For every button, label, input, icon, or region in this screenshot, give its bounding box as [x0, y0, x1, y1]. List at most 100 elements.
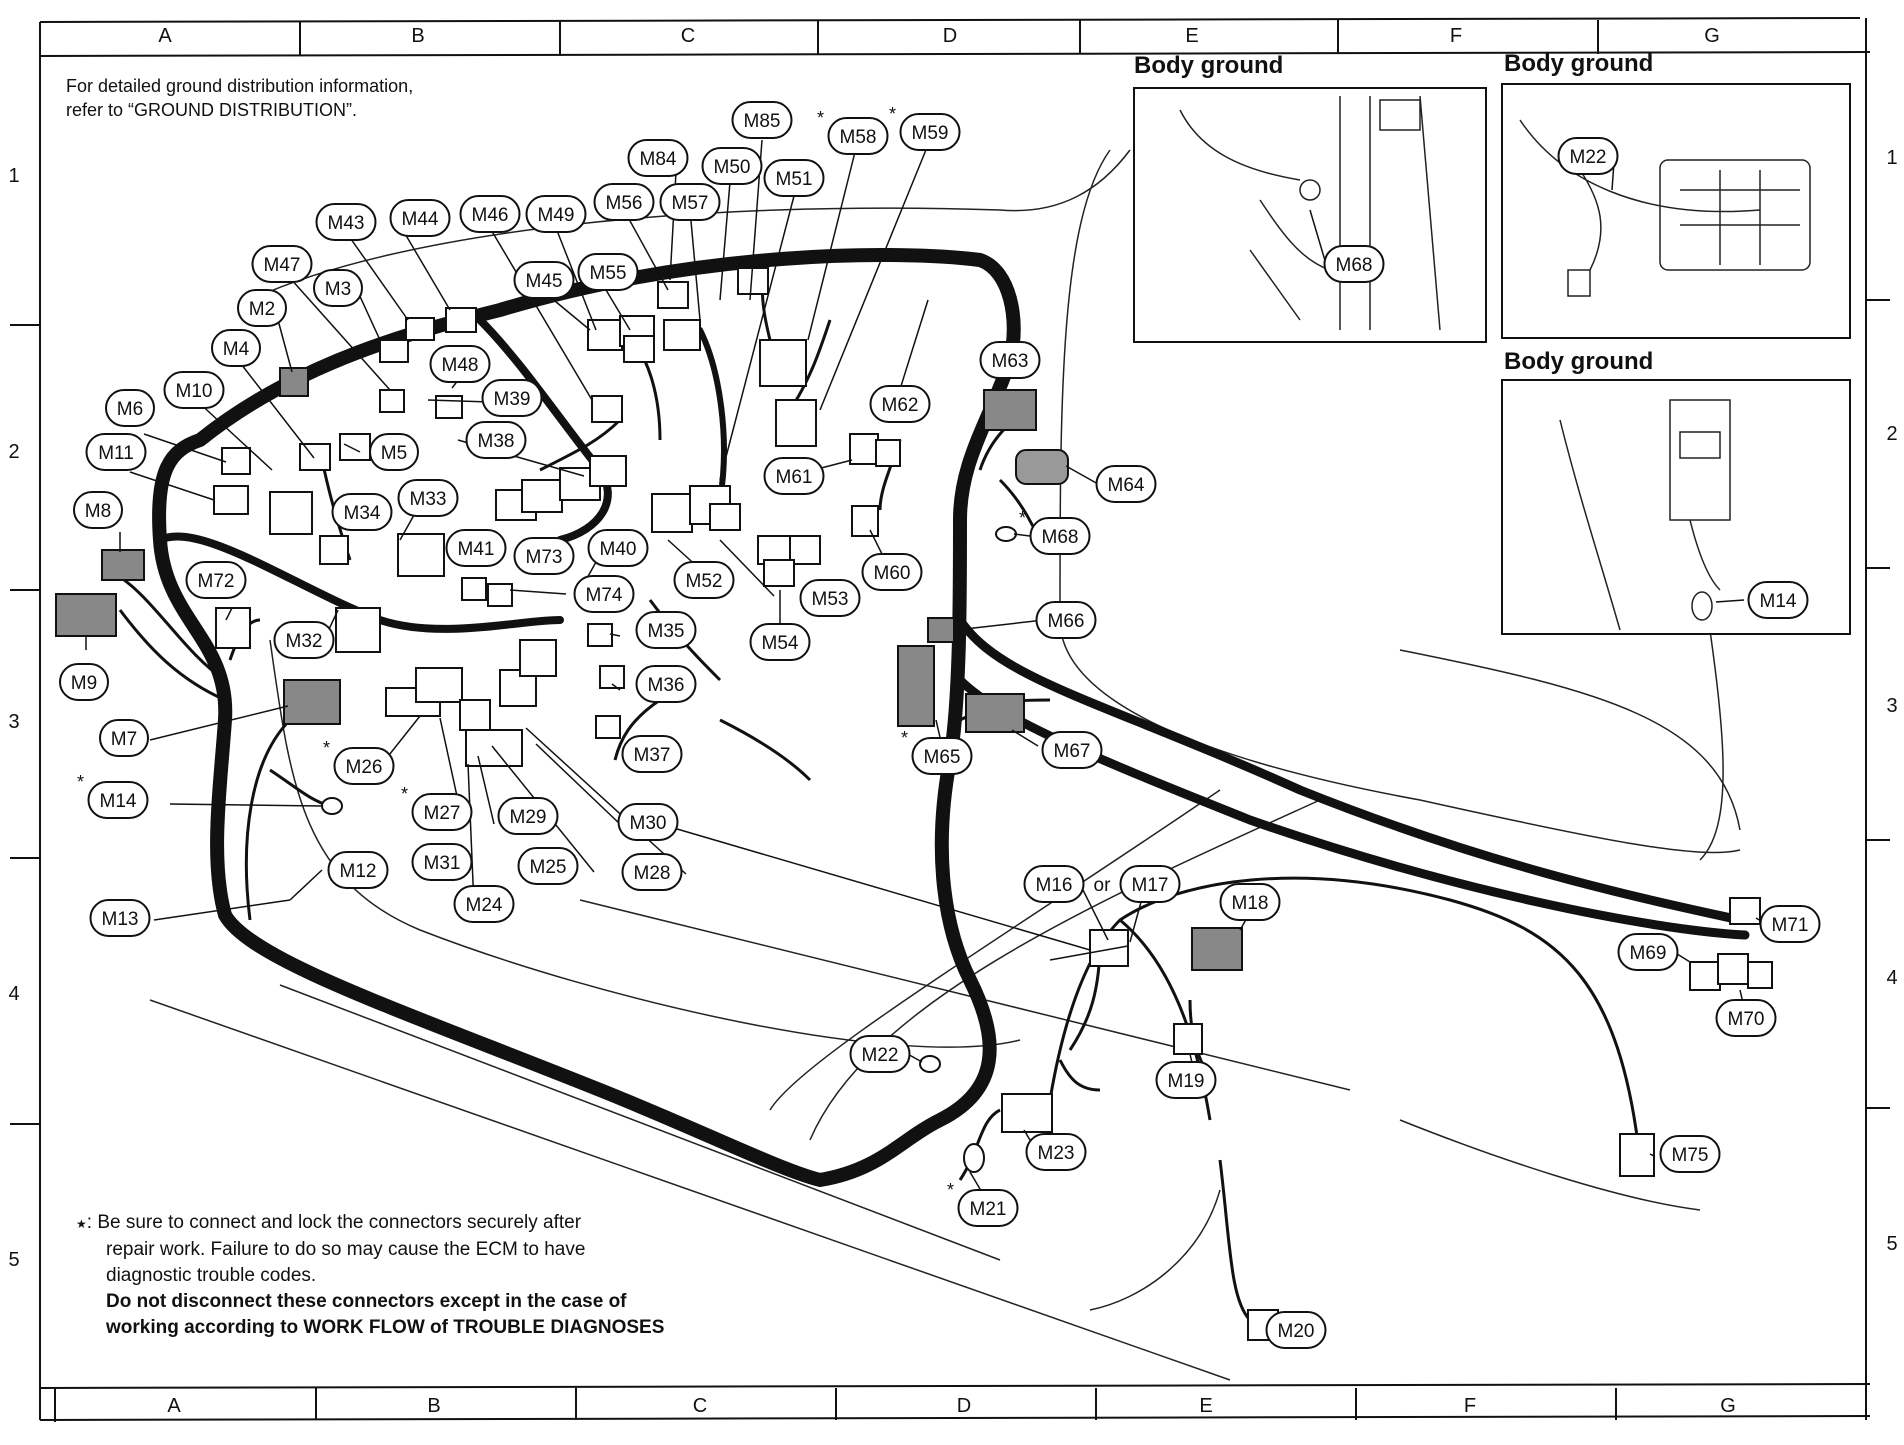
callout-m2: M2 [237, 289, 287, 327]
callout-m21: M21* [947, 1180, 1019, 1227]
inset-callout-m68-text: M68 [1336, 255, 1373, 276]
callout-m3: M3 [313, 269, 363, 307]
callout-m33-text: M33 [410, 489, 447, 510]
callout-m6-text: M6 [117, 399, 143, 420]
footer-note-line2: repair work. Failure to do so may cause … [106, 1239, 586, 1260]
callout-m36-text: M36 [648, 675, 685, 696]
callout-m34-text: M34 [344, 503, 381, 524]
callout-m26-text: M26 [346, 757, 383, 778]
callout-m51: M51 [763, 159, 825, 197]
callout-m9: M9 [59, 663, 109, 701]
callout-m22-text: M22 [862, 1045, 899, 1066]
callout-m13: M13 [89, 899, 151, 937]
grid-col-F-top: F [1450, 25, 1462, 47]
grid-col-A-bottom: A [167, 1395, 181, 1417]
callout-m84-text: M84 [640, 149, 677, 170]
grid-col-G-bottom: G [1720, 1395, 1736, 1417]
callout-m45: M45 [513, 261, 575, 299]
callout-m63: M63 [979, 341, 1041, 379]
inset-title-1: Body ground [1134, 52, 1284, 79]
callout-m27: M27 * [401, 784, 473, 831]
callout-m8-text: M8 [85, 501, 111, 522]
callout-m5: M5 [369, 433, 419, 471]
callout-m32-text: M32 [286, 631, 323, 652]
callout-m4: M4 [211, 329, 261, 367]
callout-m41-text: M41 [458, 539, 495, 560]
callout-m39-text: M39 [494, 389, 531, 410]
callout-m35-text: M35 [648, 621, 685, 642]
footer-note-line1: : Be sure to connect and lock the connec… [86, 1212, 582, 1233]
connector-bodies [55, 267, 1773, 1341]
grid-col-E-bottom: E [1199, 1395, 1212, 1417]
callout-m6: M6 [105, 389, 155, 427]
callout-m64-text: M64 [1108, 475, 1145, 496]
inset-callout-m14-text: M14 [1760, 591, 1797, 612]
callout-m32: M32 [273, 621, 335, 659]
callout-m57: M57 [659, 183, 721, 221]
callout-m52-text: M52 [686, 571, 723, 592]
callout-m47-text: M47 [264, 255, 301, 276]
callout-m43-text: M43 [328, 213, 365, 234]
callout-m74: M74 [573, 575, 635, 613]
callout-m58-text: M58 [840, 127, 877, 148]
callout-m26-star: * [323, 738, 330, 758]
inset-callout-m68: M68 [1323, 245, 1385, 283]
grid-row-4-right: 4 [1886, 967, 1897, 989]
callout-m73: M73 [513, 537, 575, 575]
callout-m60-text: M60 [874, 563, 911, 584]
grid-col-G-top: G [1704, 25, 1720, 47]
callout-m10: M10 [163, 371, 225, 409]
callout-m20: M20 [1265, 1311, 1327, 1349]
callout-m70: M70 [1715, 999, 1777, 1037]
grid-col-D-top: D [943, 25, 957, 47]
callout-m17-text: M17 [1132, 875, 1169, 896]
callout-m65: M65* [901, 728, 973, 775]
callout-m84: M84 [627, 139, 689, 177]
callout-m11: M11 [85, 433, 147, 471]
callout-m55-text: M55 [590, 263, 627, 284]
grid-col-E-top: E [1185, 25, 1198, 47]
callout-m57-text: M57 [672, 193, 709, 214]
callout-m27-star: * [401, 784, 408, 804]
callout-m33: M33 [397, 479, 459, 517]
callout-m5-text: M5 [381, 443, 407, 464]
grid-col-C-top: C [681, 25, 695, 47]
callout-m56: M56 [593, 183, 655, 221]
callout-m44-text: M44 [402, 209, 439, 230]
callout-m19-text: M19 [1168, 1071, 1205, 1092]
footer-note-line4: Do not disconnect these connectors excep… [106, 1291, 627, 1312]
callout-m13-text: M13 [102, 909, 139, 930]
callout-m20-text: M20 [1278, 1321, 1315, 1342]
callout-m75-text: M75 [1672, 1145, 1709, 1166]
callout-m3-text: M3 [325, 279, 351, 300]
callout-m68-star: * [1019, 508, 1026, 528]
callout-m68-text: M68 [1042, 527, 1079, 548]
grid-row-5-right: 5 [1886, 1233, 1897, 1255]
callout-m11-text: M11 [98, 443, 134, 464]
callout-m54-text: M54 [762, 633, 799, 654]
grid-row-4-left: 4 [8, 983, 19, 1005]
callout-m51-text: M51 [776, 169, 813, 190]
callout-m54: M54 [749, 623, 811, 661]
callout-m25-text: M25 [530, 857, 567, 878]
callout-m55: M55 [577, 253, 639, 291]
ring-terminals [321, 526, 1017, 1173]
inset-drawings [1179, 95, 1811, 631]
callout-m37-text: M37 [634, 745, 671, 766]
callout-m14: M14* [77, 772, 149, 819]
callout-m43: M43 [315, 203, 377, 241]
callout-m49: M49 [525, 195, 587, 233]
callout-m61: M61 [763, 457, 825, 495]
callout-m61-text: M61 [776, 467, 813, 488]
callout-m27-text: M27 [424, 803, 461, 824]
callout-m12: M12 [327, 851, 389, 889]
callout-m16-text: M16 [1036, 875, 1073, 896]
callout-m26: M26 * [323, 738, 395, 785]
callout-m35: M35 [635, 611, 697, 649]
grid-col-B-bottom: B [427, 1395, 440, 1417]
header-note-line1: For detailed ground distribution informa… [66, 76, 414, 96]
callout-m37: M37 [621, 735, 683, 773]
